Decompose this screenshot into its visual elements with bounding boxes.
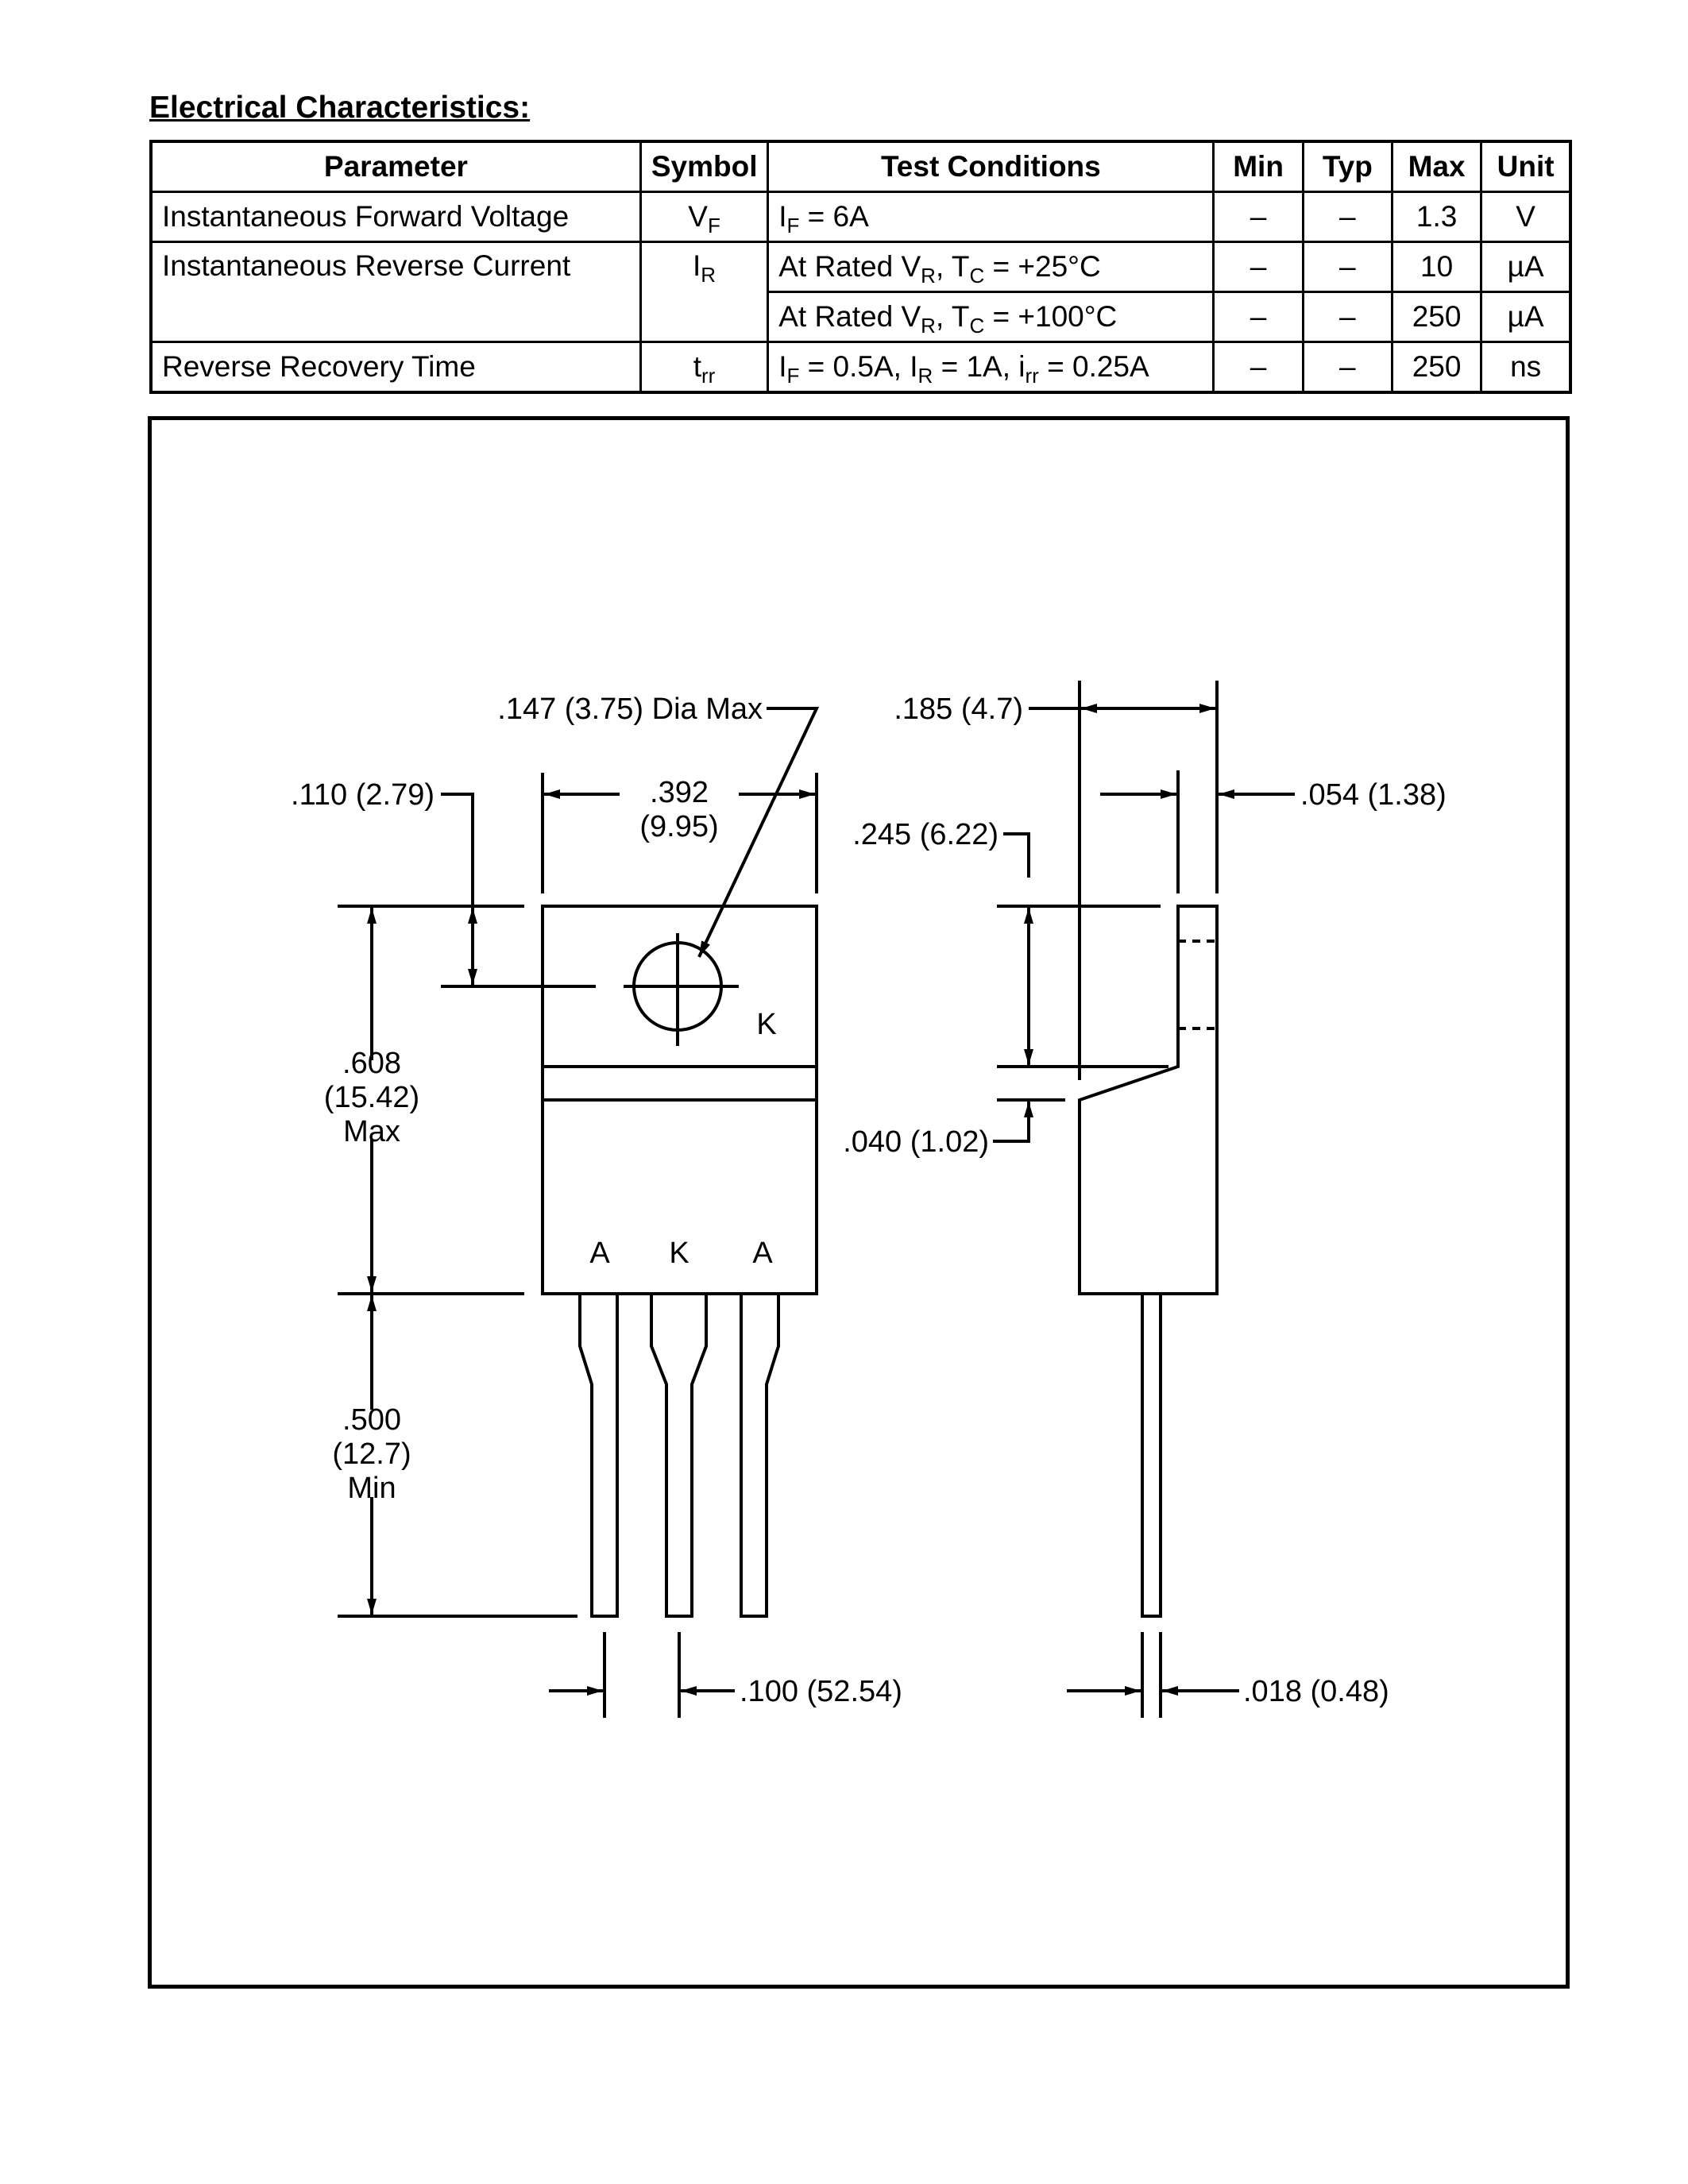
label-tab-thickness: .054 (1.38): [1300, 778, 1447, 812]
label-tab-height: .245 (6.22): [852, 818, 999, 851]
label-pitch: .100 (52.54): [740, 1675, 902, 1708]
electrical-characteristics-table: Parameter Symbol Test Conditions Min Typ…: [149, 140, 1572, 394]
cell-unit: µA: [1480, 241, 1572, 293]
label-depth: .185 (4.7): [894, 693, 1023, 726]
label-lead-length-note: Min: [347, 1472, 396, 1505]
cell-max: 250: [1390, 341, 1483, 394]
table-row: Instantaneous Forward Voltage VF IF = 6A…: [149, 191, 1572, 243]
cell-parameter: Instantaneous Reverse Current: [149, 241, 642, 343]
cell-min: –: [1212, 191, 1304, 243]
cell-max: 10: [1390, 241, 1483, 293]
cell-typ: –: [1301, 291, 1393, 343]
header-symbol: Symbol: [639, 140, 770, 193]
cell-symbol: trr: [639, 341, 770, 394]
header-test-conditions: Test Conditions: [767, 140, 1215, 193]
cell-parameter: Instantaneous Forward Voltage: [149, 191, 642, 243]
label-lead-thickness: .018 (0.48): [1243, 1675, 1389, 1708]
hole-dia-leader: [697, 707, 820, 958]
label-body-height-note: Max: [343, 1115, 400, 1148]
header-parameter: Parameter: [149, 140, 642, 193]
cell-max: 250: [1390, 291, 1483, 343]
package-outline-drawing: .147 (3.75) Dia Max .392 (9.95) .110 (2.…: [148, 416, 1570, 1989]
dim-tab-height-leader: [1003, 832, 1030, 878]
label-lead-length-mm: (12.7): [332, 1437, 411, 1471]
table-row: At Rated VR, TC = +100°C – – 250 µA: [151, 291, 1572, 343]
dim-step-leader: [993, 1102, 1033, 1143]
cell-conditions: IF = 0.5A, IR = 1A, irr = 0.25A: [767, 341, 1215, 394]
pin-label-right: A: [752, 1237, 773, 1270]
cell-typ: –: [1301, 341, 1393, 394]
cell-conditions: At Rated VR, TC = +25°C: [767, 241, 1215, 293]
cell-unit: V: [1480, 191, 1572, 243]
header-min: Min: [1212, 140, 1304, 193]
cell-unit: ns: [1480, 341, 1572, 394]
cell-parameter: Reverse Recovery Time: [149, 341, 642, 394]
lead-center: [650, 1294, 708, 1618]
cell-symbol: VF: [639, 191, 770, 243]
lead-left: [578, 1294, 619, 1618]
cell-typ: –: [1301, 241, 1393, 293]
cell-conditions: IF = 6A: [767, 191, 1215, 243]
label-body-height: .608: [342, 1047, 401, 1080]
cell-typ: –: [1301, 191, 1393, 243]
lead-right: [740, 1294, 780, 1618]
cell-min: –: [1212, 341, 1304, 394]
section-title: Electrical Characteristics:: [149, 91, 531, 125]
label-body-height-mm: (15.42): [324, 1081, 419, 1114]
cell-symbol: IR: [639, 241, 770, 343]
cell-min: –: [1212, 291, 1304, 343]
cell-max: 1.3: [1390, 191, 1483, 243]
side-lead: [1141, 1292, 1162, 1618]
pin-label-center: K: [669, 1237, 689, 1270]
label-width-top-mm: (9.95): [639, 810, 718, 843]
label-width-top: .392: [650, 776, 709, 809]
pin-label-left: A: [589, 1237, 610, 1270]
header-typ: Typ: [1301, 140, 1393, 193]
header-max: Max: [1390, 140, 1483, 193]
side-body-outline: [1078, 905, 1219, 1295]
hole-offset-leader: [441, 793, 474, 909]
pin-label-tab: K: [756, 1008, 776, 1041]
package-outline-svg: .147 (3.75) Dia Max .392 (9.95) .110 (2.…: [291, 681, 1447, 1718]
cell-conditions: At Rated VR, TC = +100°C: [767, 291, 1215, 343]
label-hole-offset: .110 (2.79): [291, 778, 435, 812]
header-unit: Unit: [1480, 140, 1572, 193]
table-header-row: Parameter Symbol Test Conditions Min Typ…: [149, 140, 1572, 193]
label-hole-dia: .147 (3.75) Dia Max: [497, 693, 763, 726]
table-row: Reverse Recovery Time trr IF = 0.5A, IR …: [149, 341, 1572, 394]
cell-unit: µA: [1480, 291, 1572, 343]
label-lead-length: .500: [342, 1403, 401, 1437]
table-row: Instantaneous Reverse Current IR At Rate…: [149, 241, 1572, 343]
cell-min: –: [1212, 241, 1304, 293]
label-step: .040 (1.02): [843, 1125, 989, 1159]
